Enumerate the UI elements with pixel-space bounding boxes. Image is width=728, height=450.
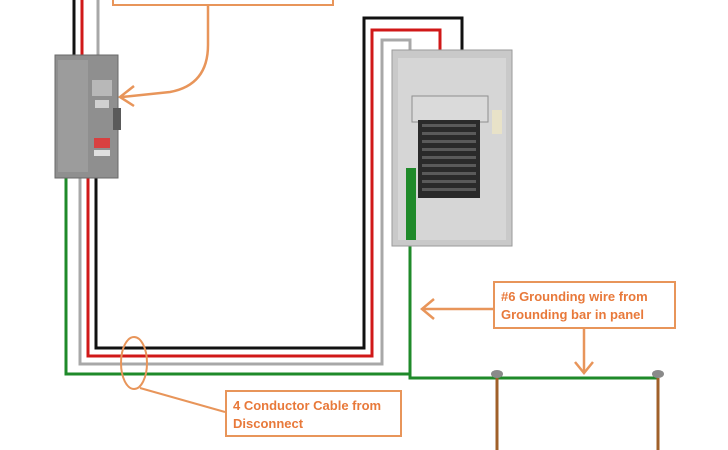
callout-conductor-cable: 4 Conductor Cable from Disconnect	[225, 390, 402, 437]
cable-black-wire	[72, 0, 464, 350]
callout-grounding-line-1: #6 Grounding wire from	[501, 289, 648, 304]
callout-cable-line-2: Disconnect	[233, 416, 304, 431]
cable-white-wire	[78, 0, 412, 366]
callout-grounding-line-2: Grounding bar in panel	[501, 307, 644, 322]
callout-arrow-ground-wire	[420, 298, 493, 320]
ground-rod-left	[491, 370, 503, 450]
callout-leader-cable	[139, 387, 226, 413]
callout-arrow-ground-down	[574, 329, 594, 375]
cable-red-wire	[80, 0, 442, 358]
ground-rod-right	[652, 370, 664, 450]
callout-grounding-wire: #6 Grounding wire from Grounding bar in …	[493, 281, 676, 329]
callout-cable-line-1: 4 Conductor Cable from	[233, 398, 382, 413]
ground-wire	[64, 178, 658, 380]
breaker-panel	[391, 49, 513, 247]
cable-bundle-highlight	[120, 336, 148, 390]
disconnect-switch	[54, 54, 121, 179]
callout-arrow-disconnect	[117, 0, 210, 108]
callout-box-top	[112, 0, 334, 6]
